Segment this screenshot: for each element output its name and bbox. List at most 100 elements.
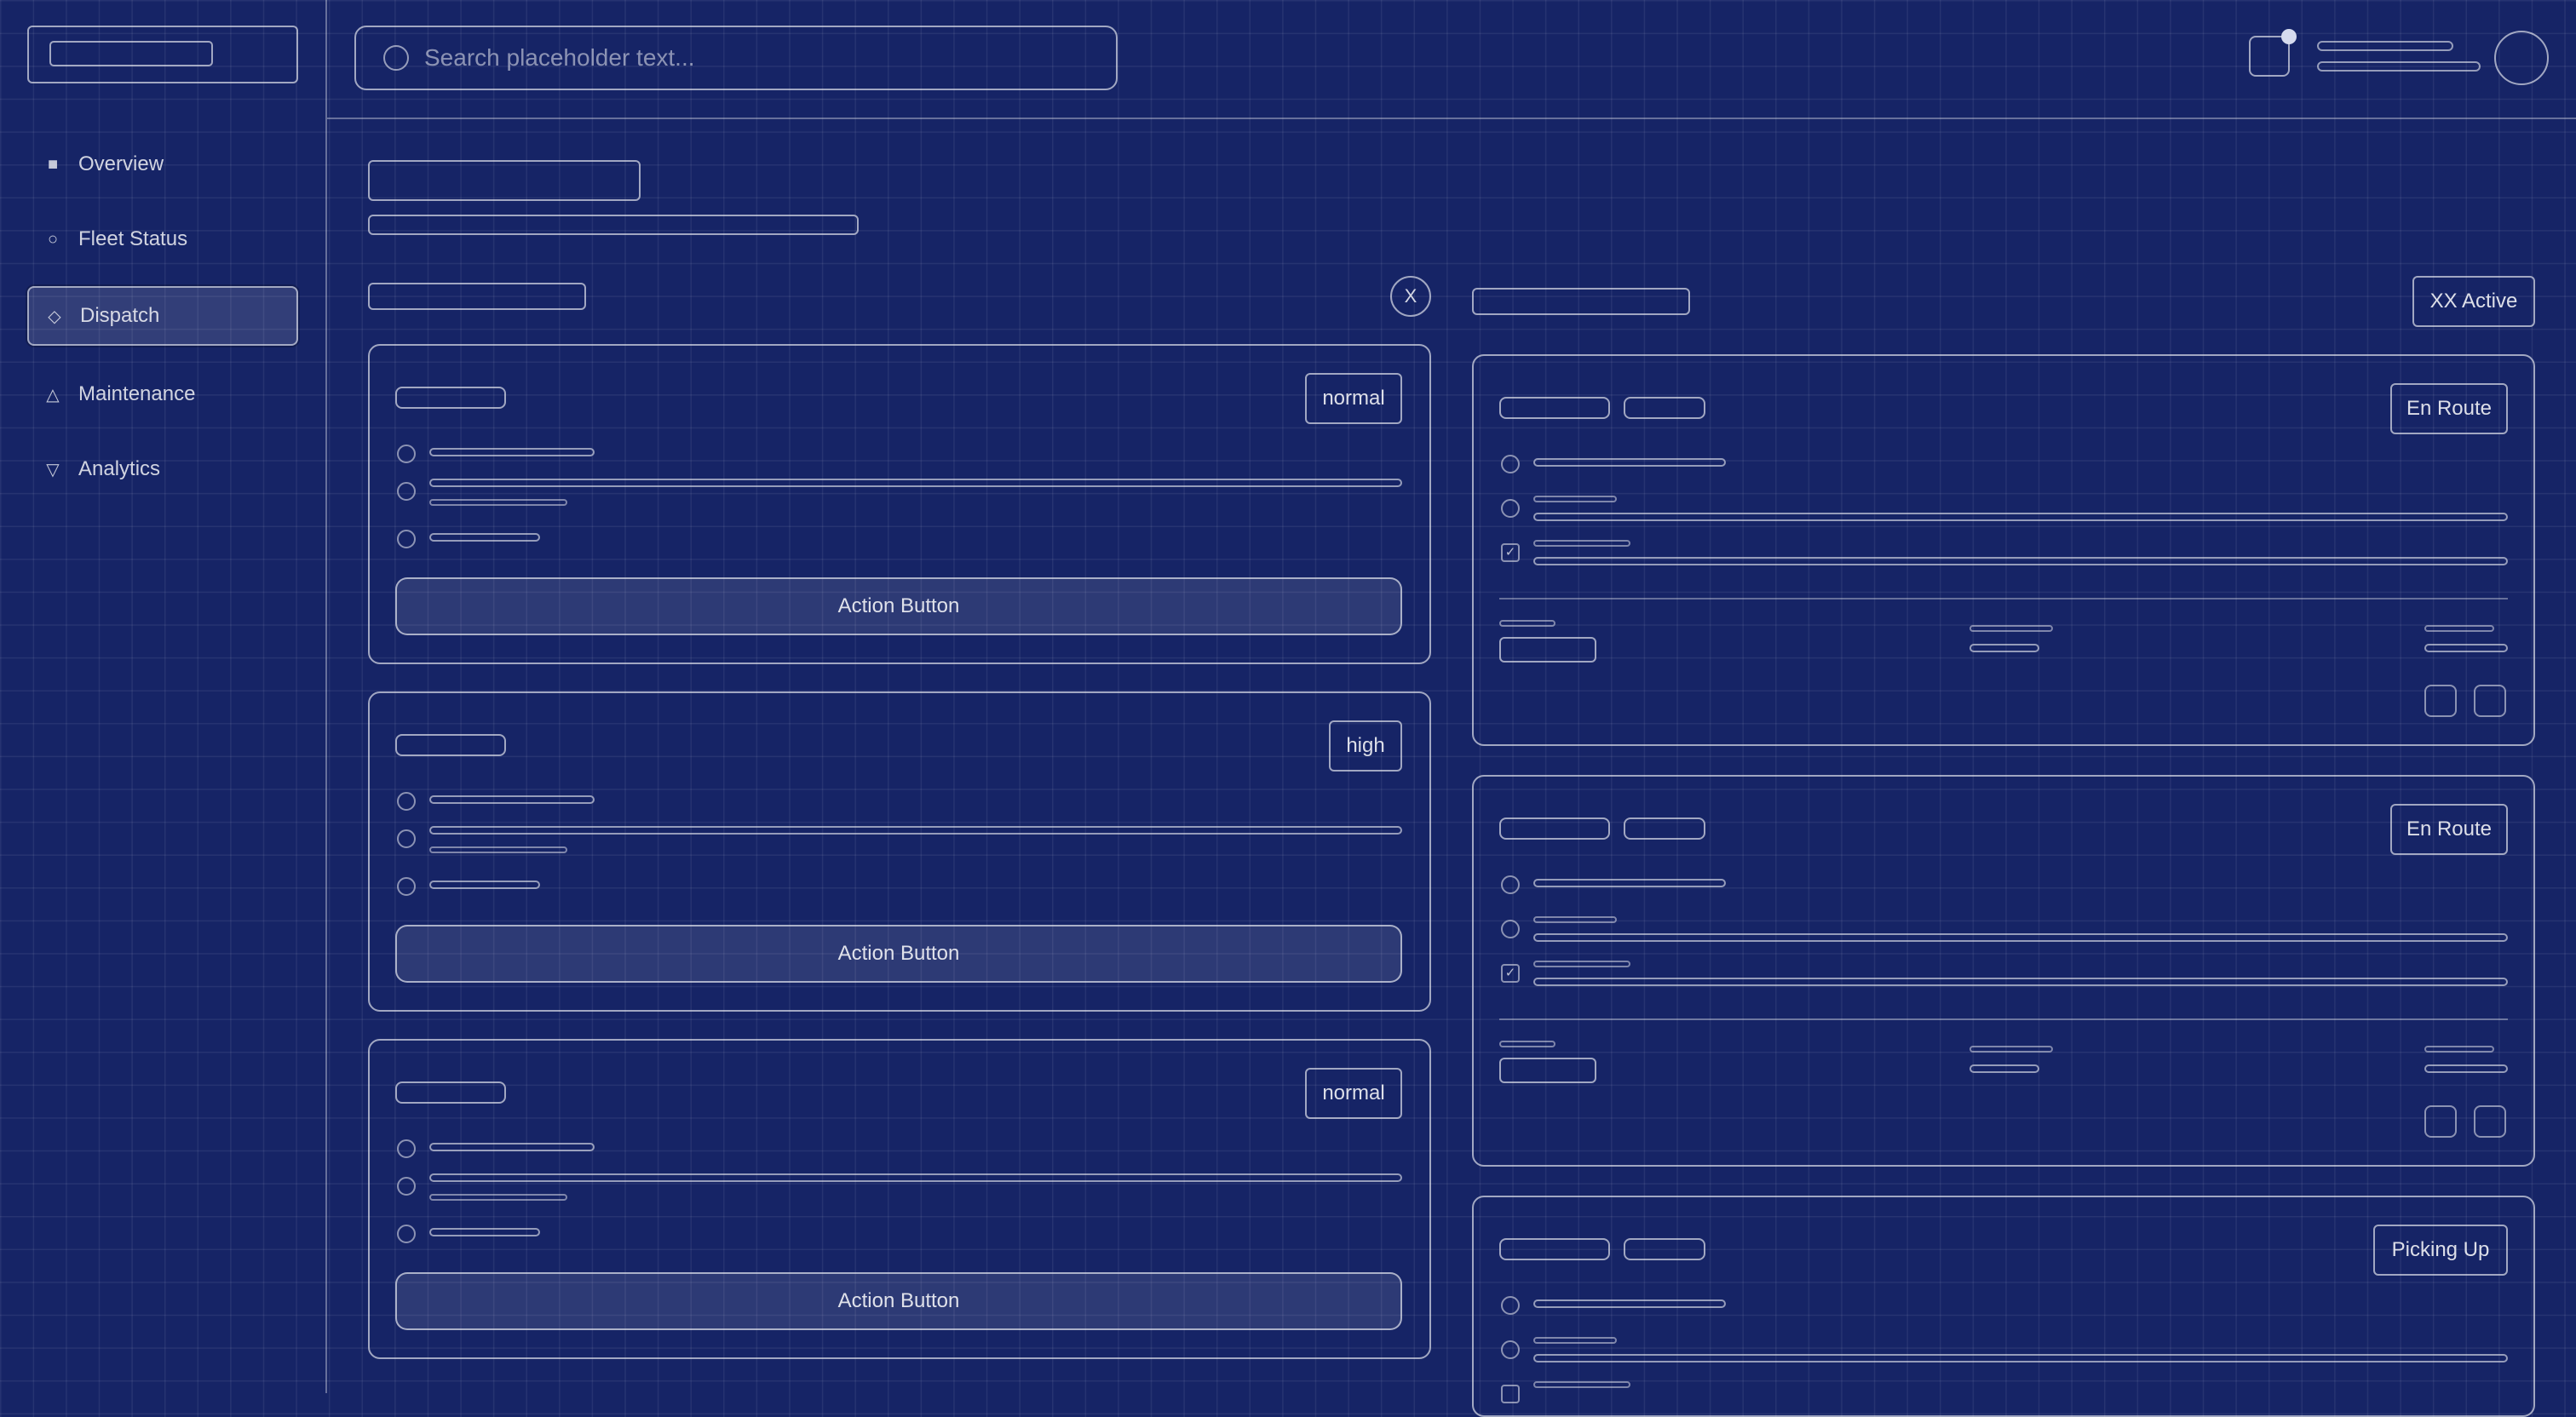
notification-icon[interactable] xyxy=(2249,36,2290,77)
message-icon[interactable] xyxy=(2474,685,2506,717)
search-bar[interactable] xyxy=(354,26,1118,90)
dropoff-label-placeholder xyxy=(1533,961,1630,967)
pickup-label-placeholder xyxy=(1533,916,1617,923)
dropoff-label-placeholder xyxy=(1533,1381,1630,1388)
status-badge: Picking Up xyxy=(2373,1225,2508,1276)
priority-badge: normal xyxy=(1305,1068,1402,1119)
triangle-up-icon: △ xyxy=(46,385,60,404)
divider xyxy=(1499,598,2508,600)
trip-id-placeholder xyxy=(1499,397,1610,419)
sidebar-item-dispatch[interactable]: ◇ Dispatch xyxy=(27,286,298,346)
active-count-badge: XX Active xyxy=(2412,276,2535,327)
trip-id-placeholder xyxy=(1499,818,1610,840)
fare-label-placeholder xyxy=(2424,1046,2494,1053)
pickup-icon xyxy=(1501,499,1520,518)
request-card[interactable] xyxy=(368,1039,1431,1359)
status-badge: En Route xyxy=(2390,804,2508,855)
time-placeholder xyxy=(429,1228,540,1236)
priority-badge: normal xyxy=(1305,373,1402,424)
trip-card[interactable] xyxy=(1472,775,2535,1167)
distance-label-placeholder xyxy=(1969,1046,2053,1053)
notification-dot xyxy=(2281,29,2297,44)
route-detail-placeholder xyxy=(429,499,567,506)
time-icon xyxy=(397,530,416,548)
fare-label-placeholder xyxy=(2424,625,2494,632)
checkbox[interactable] xyxy=(1501,1385,1520,1403)
search-icon xyxy=(383,45,409,71)
call-icon[interactable] xyxy=(2424,1105,2457,1138)
pickup-placeholder xyxy=(429,448,595,456)
route-placeholder xyxy=(429,826,1402,835)
sidebar-item-maintenance[interactable]: △ Maintenance xyxy=(27,364,298,424)
route-detail-placeholder xyxy=(429,1194,567,1201)
action-button[interactable]: Action Button xyxy=(395,1272,1402,1330)
action-button[interactable]: Action Button xyxy=(395,925,1402,983)
request-card[interactable] xyxy=(368,344,1431,664)
vehicle-id-placeholder xyxy=(1624,397,1705,419)
route-icon xyxy=(397,829,416,848)
status-badge: En Route xyxy=(2390,383,2508,434)
pickup-placeholder xyxy=(429,1143,595,1151)
top-bar xyxy=(327,0,2576,119)
request-card[interactable] xyxy=(368,691,1431,1012)
dropoff-label-placeholder xyxy=(1533,540,1630,547)
dropoff-placeholder xyxy=(1533,978,2508,986)
requests-column-title xyxy=(368,283,586,310)
square-icon: ■ xyxy=(47,154,59,174)
pickup-label-placeholder xyxy=(1533,496,1617,502)
request-id-placeholder xyxy=(395,387,506,409)
route-icon xyxy=(397,482,416,501)
sidebar-item-fleet-status[interactable]: ○ Fleet Status xyxy=(27,209,298,269)
search-input[interactable] xyxy=(423,43,1090,72)
driver-icon xyxy=(1501,455,1520,473)
driver-placeholder xyxy=(1533,879,1726,887)
triangle-down-icon: ▽ xyxy=(46,460,60,479)
pickup-icon xyxy=(397,1139,416,1158)
active-column-title xyxy=(1472,288,1690,315)
driver-icon xyxy=(1501,1296,1520,1315)
request-id-placeholder xyxy=(395,734,506,756)
page-title-placeholder xyxy=(368,160,641,201)
driver-placeholder xyxy=(1533,1299,1726,1308)
pickup-placeholder xyxy=(1533,513,2508,521)
page-subtitle-placeholder xyxy=(368,215,859,235)
sidebar xyxy=(0,0,327,1393)
priority-badge: high xyxy=(1329,720,1402,772)
sidebar-item-overview[interactable]: ■ Overview xyxy=(27,135,298,194)
circle-icon: ○ xyxy=(47,229,59,249)
eta-placeholder xyxy=(1499,637,1596,663)
distance-placeholder xyxy=(1969,1064,2039,1073)
eta-label-placeholder xyxy=(1499,1041,1555,1047)
divider xyxy=(1499,1018,2508,1020)
vehicle-id-placeholder xyxy=(1624,818,1705,840)
request-id-placeholder xyxy=(395,1081,506,1104)
driver-icon xyxy=(1501,875,1520,894)
checkbox[interactable]: ✓ xyxy=(1501,543,1520,562)
pickup-label-placeholder xyxy=(1533,1337,1617,1344)
route-icon xyxy=(397,1177,416,1196)
checkbox[interactable]: ✓ xyxy=(1501,964,1520,983)
driver-placeholder xyxy=(1533,458,1726,467)
action-button[interactable]: Action Button xyxy=(395,577,1402,635)
fare-placeholder xyxy=(2424,644,2508,652)
close-button[interactable]: X xyxy=(1390,276,1431,317)
route-placeholder xyxy=(429,1173,1402,1182)
eta-label-placeholder xyxy=(1499,620,1555,627)
pickup-icon xyxy=(1501,1340,1520,1359)
trip-card[interactable] xyxy=(1472,354,2535,746)
pickup-icon xyxy=(397,445,416,463)
message-icon[interactable] xyxy=(2474,1105,2506,1138)
route-detail-placeholder xyxy=(429,846,567,853)
pickup-placeholder xyxy=(429,795,595,804)
fare-placeholder xyxy=(2424,1064,2508,1073)
time-placeholder xyxy=(429,533,540,542)
user-role-placeholder xyxy=(2317,61,2481,72)
pickup-placeholder xyxy=(1533,933,2508,942)
pickup-icon xyxy=(1501,920,1520,938)
logo[interactable] xyxy=(27,26,298,83)
avatar[interactable] xyxy=(2494,31,2549,85)
sidebar-item-analytics[interactable]: ▽ Analytics xyxy=(27,439,298,499)
call-icon[interactable] xyxy=(2424,685,2457,717)
sidebar-item-label: Fleet Status xyxy=(78,227,188,250)
distance-placeholder xyxy=(1969,644,2039,652)
